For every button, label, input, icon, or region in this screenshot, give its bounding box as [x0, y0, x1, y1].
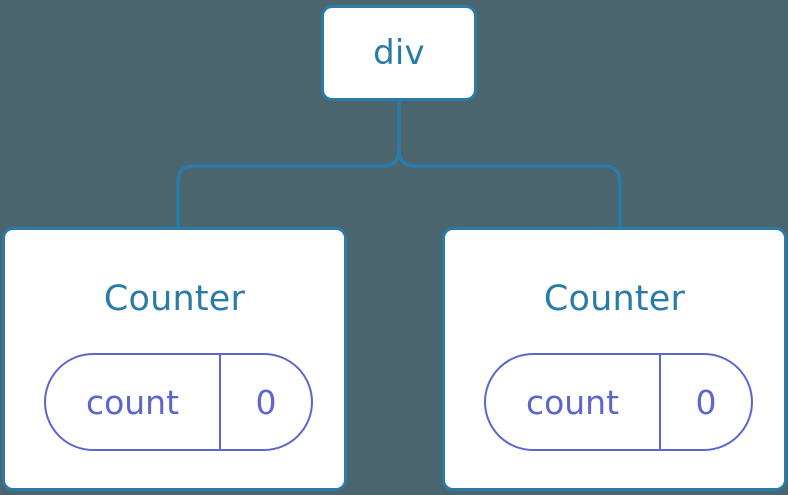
state-pill-left[interactable]: count 0	[44, 353, 313, 451]
connector-root-to-left-child	[176, 99, 401, 229]
node-counter-right[interactable]: Counter count 0	[442, 227, 787, 491]
node-counter-left[interactable]: Counter count 0	[2, 227, 347, 491]
state-value-left: 0	[221, 355, 311, 449]
state-key-left-label: count	[85, 382, 180, 422]
state-key-right: count	[486, 355, 661, 449]
state-value-left-label: 0	[255, 382, 277, 422]
node-counter-left-label: Counter	[103, 279, 246, 319]
connector-root-to-right-child	[397, 99, 622, 229]
node-div-label: div	[373, 33, 425, 73]
state-key-right-label: count	[525, 382, 620, 422]
node-counter-right-label: Counter	[543, 279, 686, 319]
state-key-left: count	[46, 355, 221, 449]
state-value-right: 0	[661, 355, 751, 449]
node-div[interactable]: div	[321, 5, 477, 101]
state-value-right-label: 0	[695, 382, 717, 422]
state-pill-right[interactable]: count 0	[484, 353, 753, 451]
